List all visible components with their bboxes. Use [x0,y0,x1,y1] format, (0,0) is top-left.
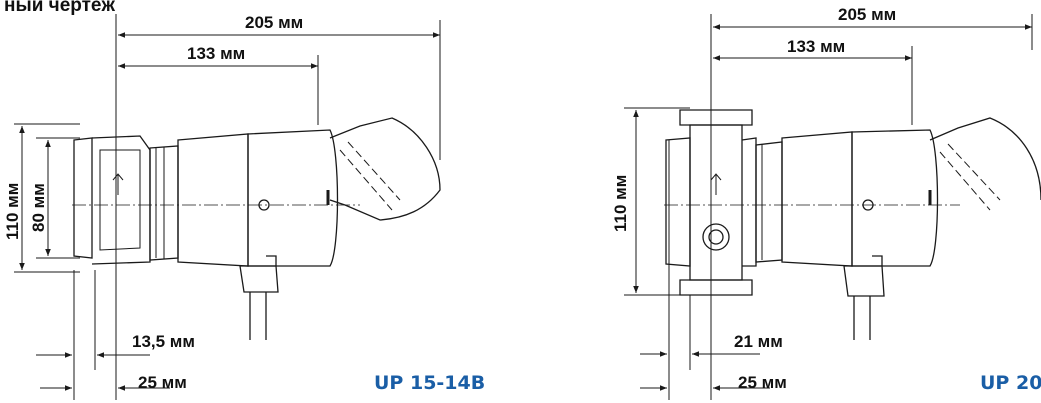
left-dimension-lines [14,14,441,400]
left-dim-total-length: 205 мм [245,13,304,32]
left-dim-height-inner: 80 мм [29,183,48,232]
right-dim-total-length: 205 мм [838,5,897,24]
right-pump-body [664,109,1041,340]
left-dim-offset-large: 25 мм [138,373,187,392]
right-dim-motor-length: 133 мм [787,37,846,56]
right-dim-offset-small: 21 мм [734,332,783,351]
left-model-label: UP 15-14B [374,372,486,394]
left-dim-motor-length: 133 мм [187,44,246,63]
left-dim-offset-small: 13,5 мм [132,332,195,351]
left-drawing [14,14,441,400]
left-pump-body [72,117,441,340]
right-dimension-lines [624,14,1033,400]
left-dim-height-outer: 110 мм [3,182,22,240]
drawing-title: ный чертёж [4,0,115,16]
right-dim-offset-large: 25 мм [738,373,787,392]
right-model-label: UP 20 [980,372,1041,394]
right-dim-height-outer: 110 мм [611,174,630,232]
right-drawing [624,14,1041,400]
